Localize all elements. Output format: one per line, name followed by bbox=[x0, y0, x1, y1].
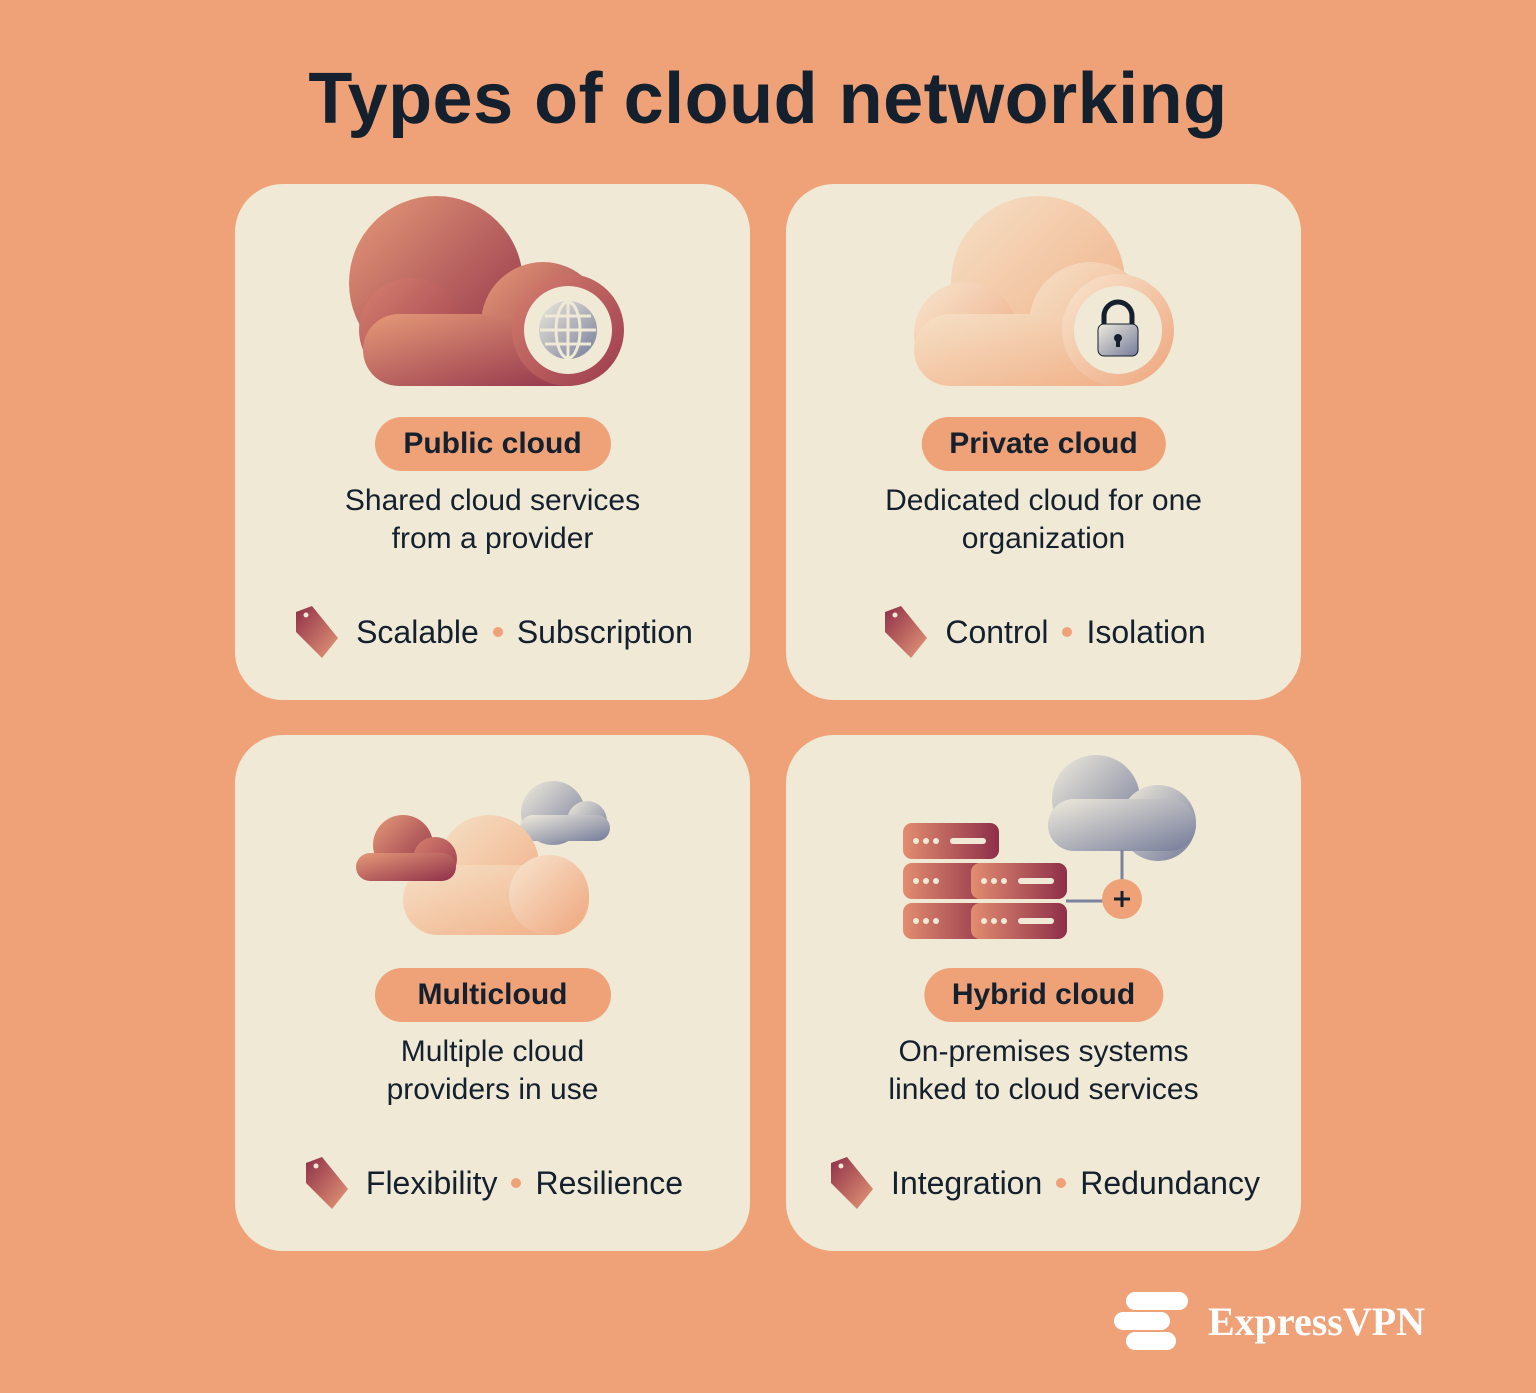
multi-cloud-icon bbox=[356, 781, 610, 935]
tag-icon bbox=[305, 1157, 348, 1209]
card-label: Multicloud bbox=[417, 978, 568, 1011]
separator-dot bbox=[1062, 627, 1073, 637]
server-cloud-icon bbox=[903, 755, 1196, 939]
brand-name: ExpressVPN bbox=[1208, 1298, 1426, 1344]
tag-label: Subscription bbox=[516, 613, 693, 650]
card-description: Multiple cloud providers in use bbox=[235, 1033, 750, 1109]
description-line: providers in use bbox=[386, 1073, 599, 1106]
separator-dot bbox=[1056, 1178, 1067, 1188]
tag-label: Isolation bbox=[1086, 613, 1206, 650]
tag-label: Flexibility bbox=[365, 1164, 498, 1201]
card-label-pill: Hybrid cloud bbox=[923, 968, 1164, 1022]
description-line: organization bbox=[961, 522, 1126, 555]
tag-label: Integration bbox=[891, 1164, 1043, 1201]
description-line: from a provider bbox=[391, 522, 594, 555]
tag-label: Control bbox=[945, 613, 1049, 650]
separator-dot bbox=[492, 627, 503, 637]
card-description: Shared cloud services from a provider bbox=[235, 482, 750, 558]
page-title: Types of cloud networking bbox=[308, 59, 1228, 139]
card-public-cloud: Public cloud Shared cloud services from … bbox=[235, 184, 750, 700]
cloud-globe-icon bbox=[349, 196, 624, 386]
card-label-pill: Public cloud bbox=[374, 417, 611, 471]
card-label: Public cloud bbox=[403, 427, 582, 460]
card-description: Dedicated cloud for one organization bbox=[786, 482, 1301, 558]
description-line: Dedicated cloud for one bbox=[885, 484, 1202, 517]
tag-label: Scalable bbox=[356, 613, 479, 650]
card-hybrid-cloud: Hybrid cloud On-premises systems linked … bbox=[786, 735, 1301, 1251]
card-tags: Flexibility Resilience bbox=[235, 1155, 750, 1211]
card-tags: Scalable Subscription bbox=[235, 604, 750, 660]
description-line: Multiple cloud bbox=[400, 1035, 585, 1068]
tag-label: Resilience bbox=[535, 1164, 684, 1201]
description-line: On-premises systems bbox=[898, 1035, 1189, 1068]
brand-logo: ExpressVPN bbox=[1112, 1290, 1425, 1352]
card-label-pill: Multicloud bbox=[374, 968, 611, 1022]
tag-icon bbox=[296, 606, 339, 658]
expressvpn-logo-icon bbox=[1114, 1292, 1188, 1350]
description-line: linked to cloud services bbox=[888, 1073, 1199, 1106]
card-description: On-premises systems linked to cloud serv… bbox=[786, 1033, 1301, 1109]
card-label-pill: Private cloud bbox=[921, 417, 1166, 471]
separator-dot bbox=[511, 1178, 522, 1188]
card-label: Private cloud bbox=[949, 427, 1138, 460]
tag-label: Redundancy bbox=[1080, 1164, 1260, 1201]
card-private-cloud: Private cloud Dedicated cloud for one or… bbox=[786, 184, 1301, 700]
card-tags: Integration Redundancy bbox=[786, 1155, 1301, 1211]
tag-icon bbox=[885, 606, 928, 658]
card-tags: Control Isolation bbox=[786, 604, 1301, 660]
card-multicloud: Multicloud Multiple cloud providers in u… bbox=[235, 735, 750, 1251]
tag-icon bbox=[831, 1157, 874, 1209]
card-label: Hybrid cloud bbox=[951, 978, 1136, 1011]
description-line: Shared cloud services bbox=[344, 484, 641, 517]
cloud-lock-icon bbox=[914, 196, 1174, 386]
